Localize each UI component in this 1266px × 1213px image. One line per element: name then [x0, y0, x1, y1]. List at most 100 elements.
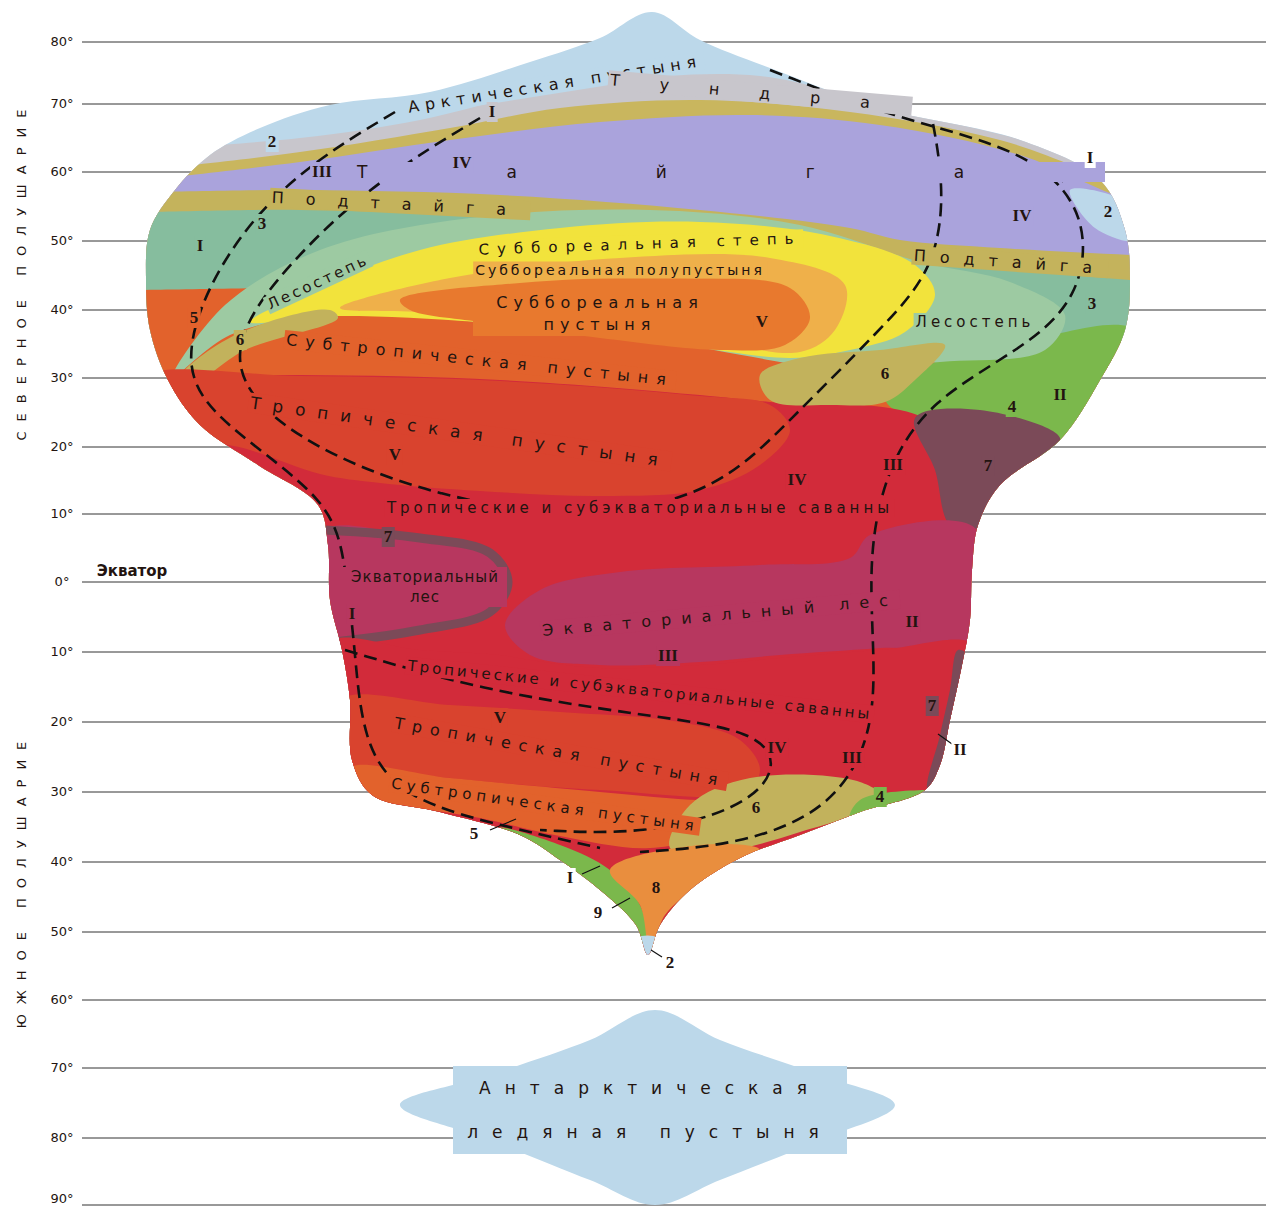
sector-number: 7 — [382, 527, 395, 547]
sector-number: 6 — [750, 798, 763, 818]
latitude-label: 50° — [48, 924, 75, 940]
latitude-label: 80° — [48, 34, 75, 50]
sector-number: III — [840, 748, 864, 768]
sector-number: IV — [786, 470, 809, 490]
zone-name: Экваториальный лес — [343, 567, 507, 607]
sector-number: 4 — [1006, 397, 1019, 417]
latitude-label: 50° — [48, 233, 75, 249]
zone-fill — [0, 190, 1266, 1213]
sector-number: 2 — [1102, 202, 1115, 222]
zone-name: Тундра — [607, 70, 912, 115]
latitude-label: 20° — [48, 439, 75, 455]
latitude-label: 30° — [48, 784, 75, 800]
sector-number: 6 — [879, 364, 892, 384]
sector-number: 9 — [592, 903, 605, 923]
sector-number: 7 — [926, 696, 939, 716]
sector-number: 3 — [1086, 294, 1099, 314]
leader-line — [651, 950, 662, 957]
zone-fill — [0, 115, 1266, 1213]
zone-fill — [317, 525, 508, 645]
sector-number: 8 — [650, 878, 663, 898]
zone-name: Тропическая пустыня — [247, 392, 673, 471]
sector-number: I — [565, 868, 576, 888]
zone-fill — [133, 369, 790, 496]
sector-number: 4 — [874, 787, 887, 807]
sector-number: 7 — [982, 456, 995, 476]
zone-fill — [1070, 188, 1138, 241]
zone-name: Арктическая пустыня — [405, 51, 706, 117]
leader-line — [1062, 166, 1080, 182]
zone-fill — [348, 765, 746, 848]
latitude-label: 10° — [48, 644, 75, 660]
zone-fill — [0, 74, 1266, 1213]
zone-name: Экваториальный лес — [540, 590, 901, 640]
sector-number: II — [903, 612, 920, 632]
latitude-label: 0° — [53, 574, 72, 590]
leader-line — [490, 819, 516, 830]
latitude-line — [82, 1068, 1266, 1069]
zone-name: Подтайга — [911, 246, 1108, 279]
zone-fill — [0, 375, 1266, 1213]
zone-fill — [0, 288, 1266, 1213]
latitude-label: 90° — [48, 1191, 75, 1207]
sector-number: V — [387, 445, 403, 465]
latitude-label: 70° — [48, 1060, 75, 1076]
zone-fill — [0, 100, 1266, 1213]
zone-fill — [505, 520, 989, 665]
zone-fill — [610, 844, 760, 950]
zone-name: Тропическая пустыня — [391, 713, 729, 791]
zone-fill — [0, 210, 1266, 1213]
sector-number: 5 — [468, 824, 481, 844]
latitude-label: 20° — [48, 714, 75, 730]
zone-name: Субтропическая пустыня — [388, 774, 702, 836]
latitude-label: 10° — [48, 506, 75, 522]
sector-number: I — [347, 604, 358, 624]
sector-dash-line — [191, 112, 600, 848]
zone-fill — [637, 936, 659, 962]
zone-fill — [146, 12, 1130, 955]
sector-number: I — [487, 102, 498, 122]
latitude-label: 70° — [48, 96, 75, 112]
zone-name: Субтропическая пустыня — [283, 330, 677, 390]
sector-number: III — [881, 455, 905, 475]
sector-number: 6 — [234, 330, 247, 350]
sector-number: I — [1085, 148, 1096, 168]
latitude-label: 40° — [48, 854, 75, 870]
sector-dash-line — [240, 118, 941, 512]
latitude-label: 80° — [48, 1130, 75, 1146]
zone-fill — [914, 409, 1060, 531]
leader-line — [582, 866, 600, 874]
hemisphere-label: СЕВЕРНОЕ ПОЛУШАРИЕ — [14, 98, 30, 443]
leader-line — [938, 734, 952, 744]
sector-number: III — [656, 646, 680, 666]
sector-number: IV — [1011, 206, 1034, 226]
sector-number: 2 — [664, 953, 677, 973]
zone-fill — [180, 309, 338, 386]
